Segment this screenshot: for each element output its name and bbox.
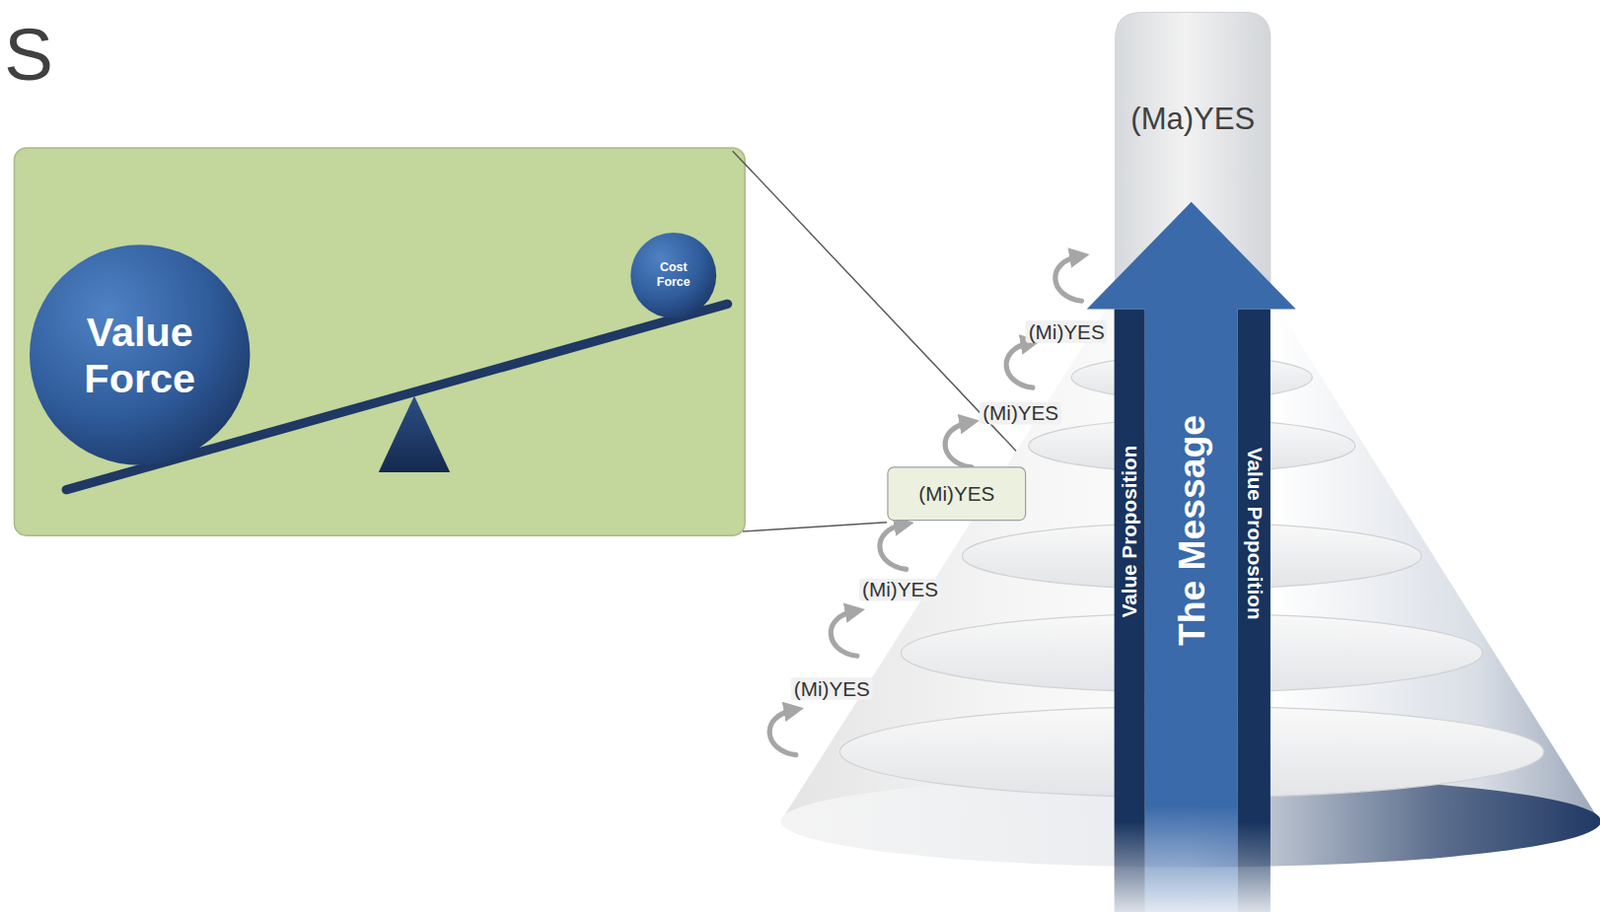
zoom-line [742, 522, 887, 532]
node-text: (Ma)YES [1130, 101, 1255, 138]
value-force-circle-outline [29, 244, 250, 465]
title-fragment: S [3, 13, 54, 95]
callout-panel [13, 147, 745, 536]
fulcrum [378, 395, 450, 473]
value-force-circle: Value Force [29, 244, 250, 465]
node-text: Value Force [63, 307, 217, 402]
minor-yes-label: (Mi)YES [859, 579, 942, 602]
curl-arrow [769, 710, 797, 756]
minor-yes-label: (Mi)YES [791, 677, 873, 701]
node-text: Value Proposition [1117, 445, 1142, 619]
node-text: Cost Force [648, 261, 700, 291]
curl-arrow [945, 422, 972, 468]
curl-arrow [830, 611, 858, 657]
node-text: The Message [1169, 415, 1213, 647]
curl-arrow [1055, 256, 1083, 302]
node-text: (Mi)YES [918, 482, 995, 507]
minor-yes-label: (Mi)YES [979, 402, 1062, 426]
value-proposition-bar: Value Proposition [1114, 309, 1146, 912]
curl-arrow [879, 524, 907, 571]
minor-yes-box: (Mi)YES [887, 467, 1026, 521]
value-proposition-bar: Value Proposition [1237, 309, 1271, 912]
curl-arrow [1006, 343, 1033, 389]
cost-force-circle: Cost Force [630, 232, 717, 319]
node-text: Value Proposition [1241, 447, 1266, 621]
minor-yes-label: (Mi)YES [1025, 320, 1108, 344]
